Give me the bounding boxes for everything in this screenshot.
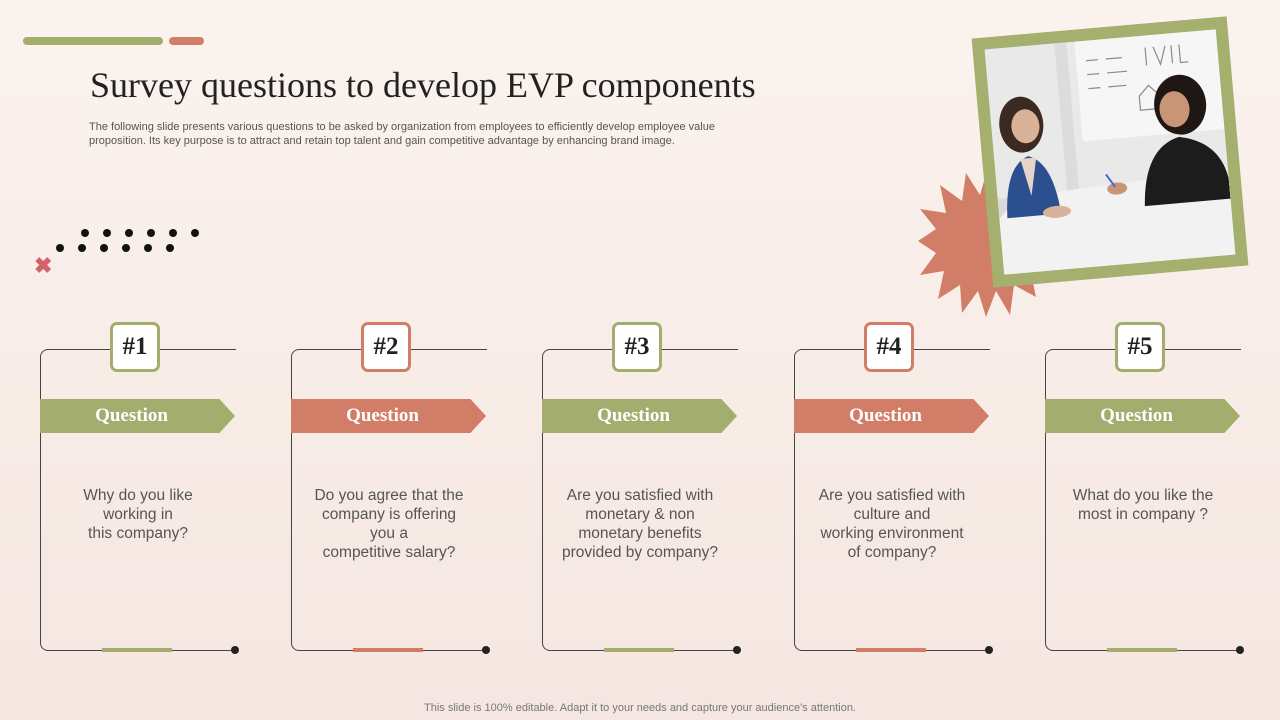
question-line: culture and xyxy=(853,506,931,523)
question-banner: Question xyxy=(794,399,989,433)
question-text: Are you satisfied with monetary & non mo… xyxy=(550,486,730,562)
card-underline xyxy=(604,648,674,652)
question-text: What do you like the most in company ? xyxy=(1053,486,1233,524)
card-endpoint-dot xyxy=(985,646,993,654)
question-line: competitive salary? xyxy=(322,544,456,561)
card-underline xyxy=(856,648,926,652)
x-mark-icon: ✖ xyxy=(34,253,53,278)
question-banner: Question xyxy=(291,399,486,433)
card-underline xyxy=(353,648,423,652)
question-line: Do you agree that the xyxy=(314,487,464,504)
question-banner: Question xyxy=(1045,399,1240,433)
dot xyxy=(81,229,89,237)
dot xyxy=(56,244,64,252)
slide-footer: This slide is 100% editable. Adapt it to… xyxy=(424,702,856,714)
question-banner: Question xyxy=(40,399,235,433)
slide-subtitle: The following slide presents various que… xyxy=(89,120,789,148)
question-text: Do you agree that the company is offerin… xyxy=(299,486,479,562)
dot xyxy=(166,244,174,252)
dot xyxy=(147,229,155,237)
card-underline xyxy=(1107,648,1177,652)
question-line: Are you satisfied with xyxy=(818,487,966,504)
question-line: monetary & non xyxy=(585,506,695,523)
question-number-badge: #2 xyxy=(361,322,411,372)
card-endpoint-dot xyxy=(482,646,490,654)
dot xyxy=(169,229,177,237)
dot xyxy=(122,244,130,252)
question-line: What do you like the xyxy=(1072,487,1214,504)
question-card-2: #2 Question Do you agree that the compan… xyxy=(291,322,531,657)
question-line: Are you satisfied with xyxy=(566,487,714,504)
question-line: this company? xyxy=(88,525,188,542)
question-card-4: #4 Question Are you satisfied with cultu… xyxy=(794,322,1034,657)
question-text: Are you satisfied with culture and worki… xyxy=(802,486,982,562)
meeting-photo xyxy=(984,29,1236,275)
question-number-badge: #4 xyxy=(864,322,914,372)
question-line: monetary benefits xyxy=(578,525,702,542)
accent-bar-coral xyxy=(169,37,204,45)
question-card-3: #3 Question Are you satisfied with monet… xyxy=(542,322,782,657)
slide-title: Survey questions to develop EVP componen… xyxy=(90,65,756,105)
card-endpoint-dot xyxy=(1236,646,1244,654)
card-endpoint-dot xyxy=(733,646,741,654)
question-line: company is offering xyxy=(321,506,457,523)
question-line: working in xyxy=(103,506,173,523)
question-number-badge: #1 xyxy=(110,322,160,372)
question-line: working environment xyxy=(820,525,964,542)
photo-illustration xyxy=(984,29,1236,275)
question-card-1: #1 Question Why do you like working in t… xyxy=(40,322,280,657)
card-endpoint-dot xyxy=(231,646,239,654)
dot xyxy=(103,229,111,237)
question-line: you a xyxy=(370,525,408,542)
dot xyxy=(78,244,86,252)
dot xyxy=(100,244,108,252)
dot xyxy=(191,229,199,237)
dot xyxy=(125,229,133,237)
subtitle-line: proposition. Its key purpose is to attra… xyxy=(89,135,675,147)
question-line: Why do you like xyxy=(83,487,193,504)
question-line: provided by company? xyxy=(562,544,718,561)
question-banner: Question xyxy=(542,399,737,433)
question-number-badge: #3 xyxy=(612,322,662,372)
photo-frame xyxy=(971,16,1249,288)
question-line: most in company ? xyxy=(1077,506,1209,523)
question-line: of company? xyxy=(847,544,937,561)
question-number-badge: #5 xyxy=(1115,322,1165,372)
question-text: Why do you like working in this company? xyxy=(48,486,228,543)
subtitle-line: The following slide presents various que… xyxy=(89,121,715,133)
question-card-5: #5 Question What do you like the most in… xyxy=(1045,322,1280,657)
accent-bar-green xyxy=(23,37,163,45)
dot xyxy=(144,244,152,252)
card-underline xyxy=(102,648,172,652)
